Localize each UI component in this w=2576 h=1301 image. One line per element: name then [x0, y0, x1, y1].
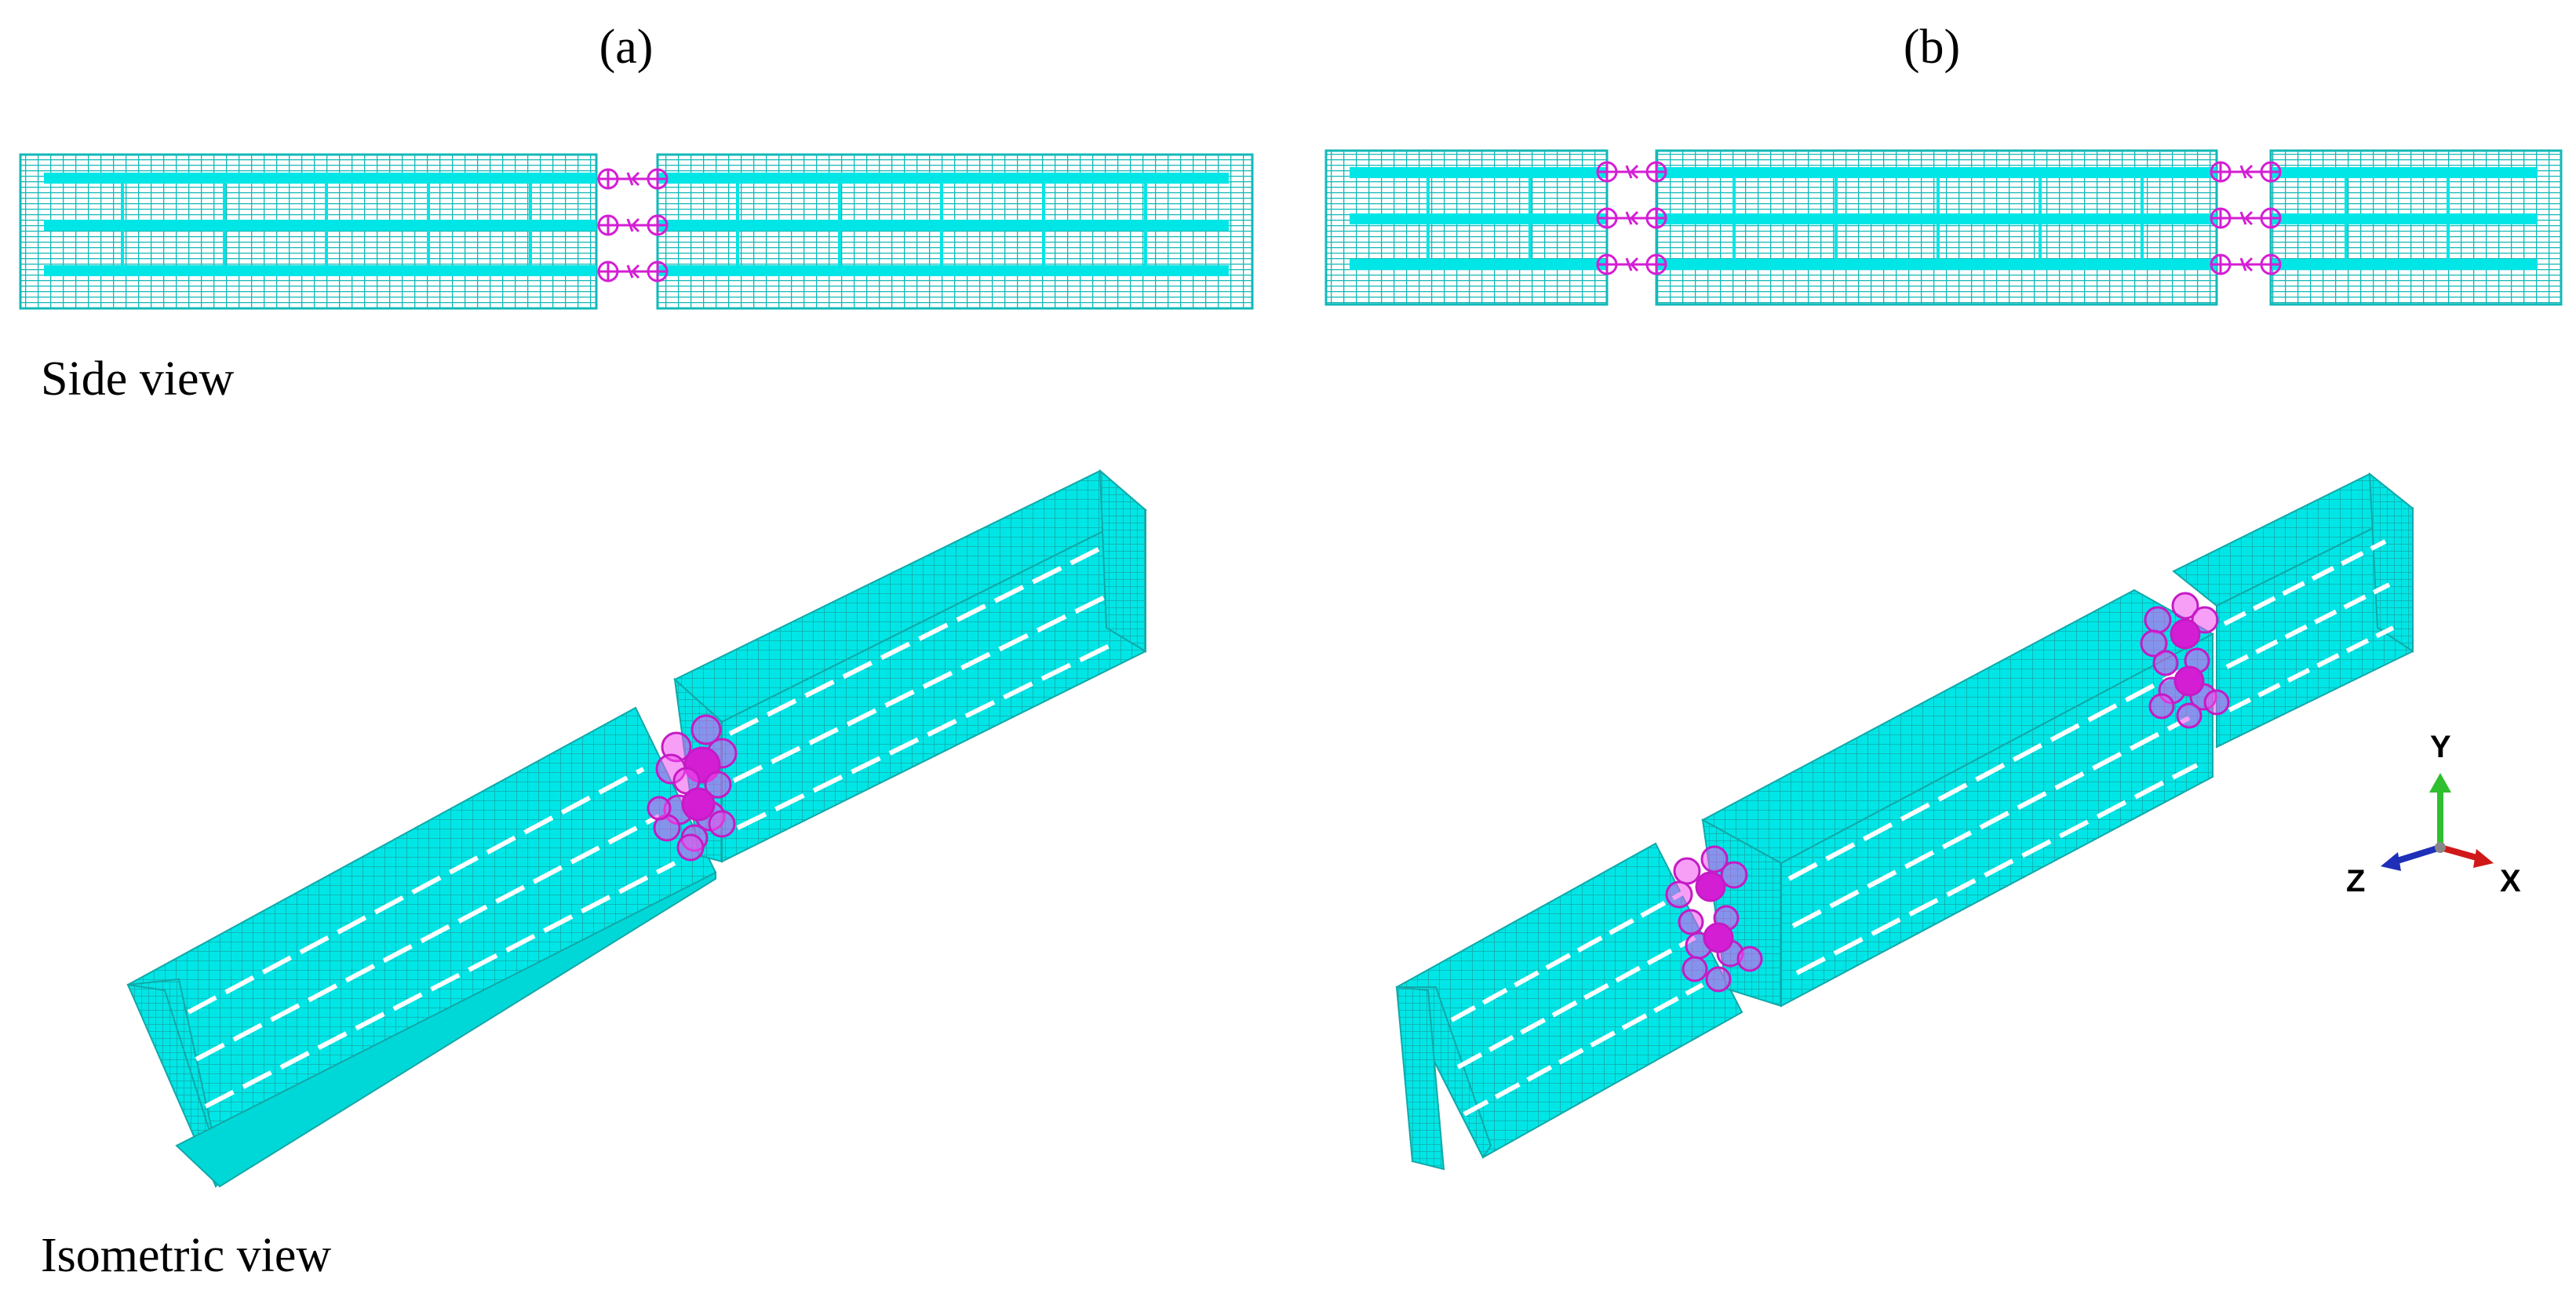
- iso-beam-segment: [126, 706, 717, 1189]
- panel-label-a: (a): [599, 20, 654, 74]
- triad-y-label: Y: [2430, 730, 2451, 764]
- iso-connector-cluster: [647, 714, 738, 862]
- side-view-label: Side view: [41, 352, 234, 406]
- side-view-a: [19, 153, 1254, 310]
- iso-beam-segment: [673, 468, 1147, 863]
- triad-z-label: Z: [2346, 864, 2365, 898]
- spring-connector-icon: [597, 168, 669, 190]
- triad-x-label: X: [2500, 864, 2521, 898]
- spring-connector-icon: [2210, 253, 2282, 275]
- iso-rebar-lines: [1450, 888, 1704, 1117]
- isometric-view-a: [126, 468, 1147, 1189]
- iso-rebar-lines: [1787, 669, 2199, 975]
- spring-connector-icon: [1596, 207, 1667, 229]
- side-stirrups: [1426, 174, 2450, 267]
- iso-connector-cluster: [2140, 592, 2230, 729]
- isometric-view-b: [1395, 472, 2414, 1171]
- connector-row-b-left: [1596, 161, 1667, 275]
- connector-row-b-right: [2210, 161, 2282, 275]
- isometric-view-label: Isometric view: [41, 1229, 331, 1282]
- spring-connector-icon: [2210, 207, 2282, 229]
- spring-connector-icon: [597, 214, 669, 236]
- iso-rebar-lines: [2223, 539, 2395, 712]
- connector-row-a: [597, 168, 669, 282]
- side-stirrups: [121, 180, 1147, 273]
- side-rebar-lines: [44, 173, 1229, 276]
- coordinate-triad-icon: [2381, 773, 2494, 871]
- iso-rebar-lines: [187, 767, 676, 1109]
- iso-connector-cluster: [1665, 845, 1763, 993]
- iso-beam-segment: [2172, 472, 2414, 749]
- spring-connector-icon: [1596, 161, 1667, 183]
- spring-connector-icon: [2210, 161, 2282, 183]
- panel-label-b: (b): [1904, 20, 1960, 74]
- spring-connector-icon: [597, 261, 669, 282]
- spring-connector-icon: [1596, 253, 1667, 275]
- iso-rebar-lines: [728, 547, 1116, 830]
- side-view-b: [1324, 149, 2563, 306]
